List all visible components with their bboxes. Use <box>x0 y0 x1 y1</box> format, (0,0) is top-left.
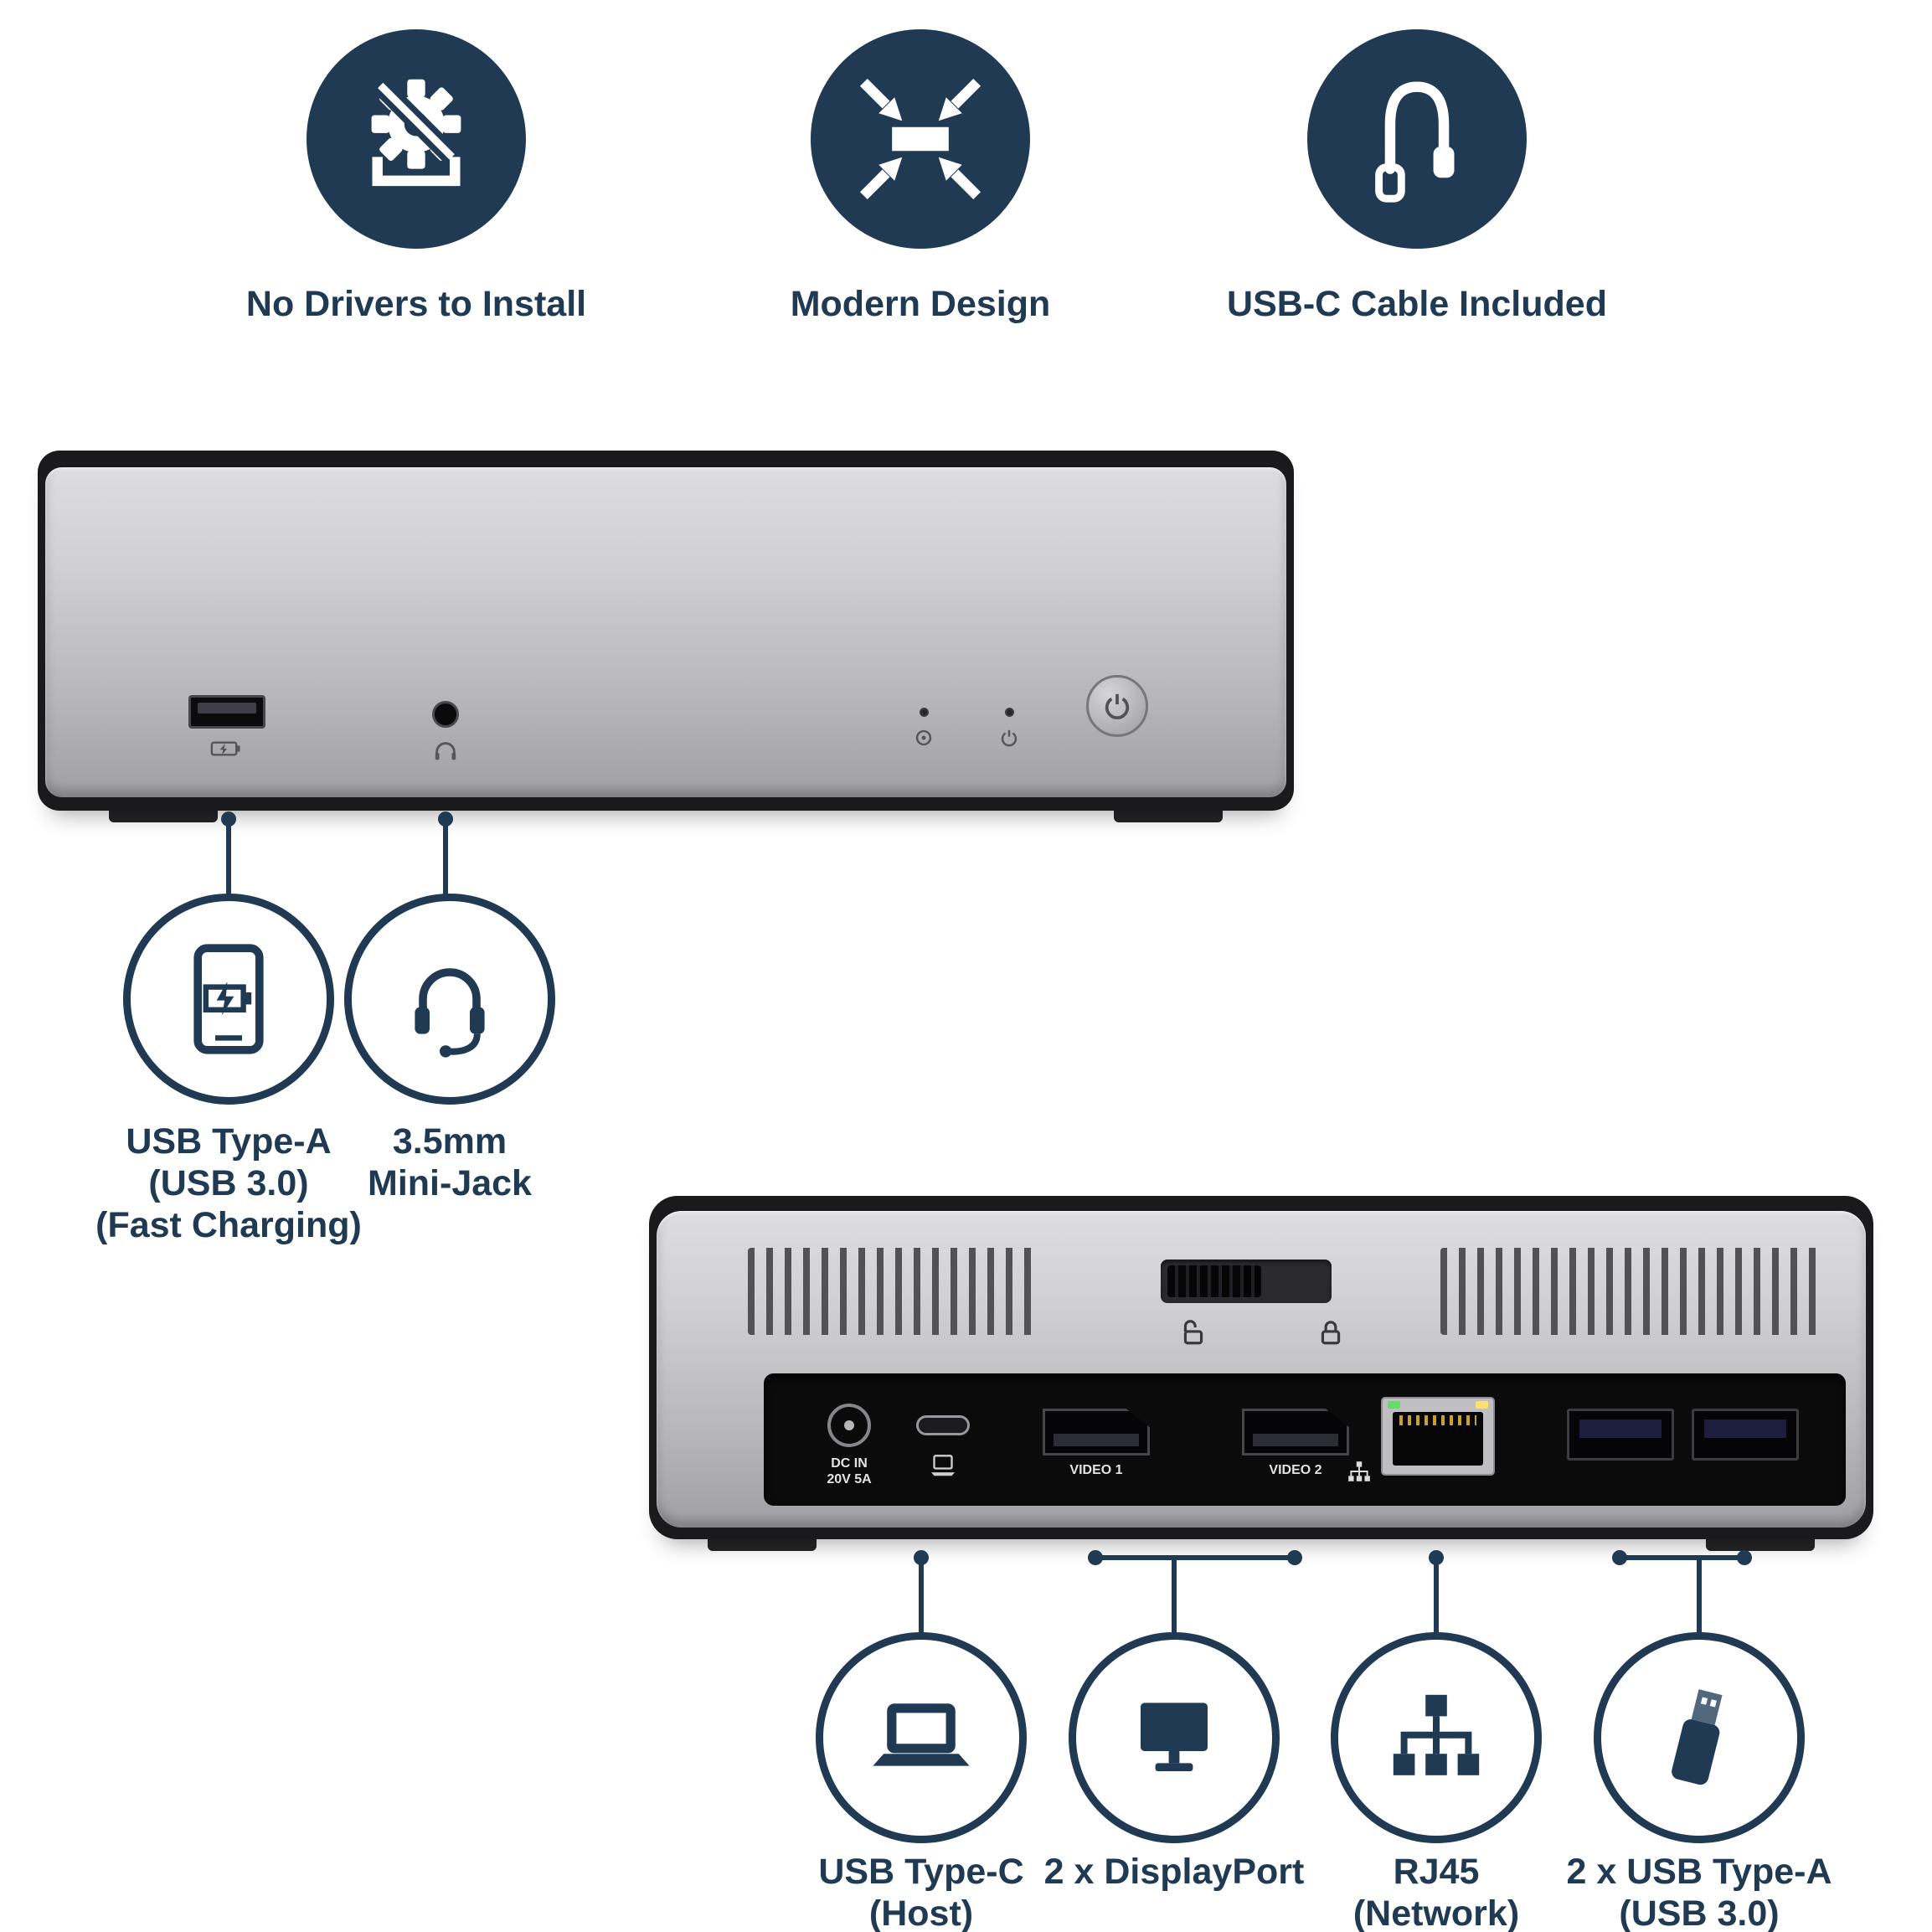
rear-callout-label-rj45: RJ45 (Network) <box>1353 1851 1519 1932</box>
dock-rear-view: DC IN 20V 5A VIDEO 1 VIDEO 2 <box>649 1196 1873 1551</box>
usb-a-tongue <box>1579 1419 1662 1438</box>
front-faceplate <box>45 467 1286 797</box>
dock-front-view <box>38 451 1294 822</box>
usb-c-host-glyph-icon <box>931 1455 955 1476</box>
rear-callout-label-usb-a: 2 x USB Type-A (USB 3.0) <box>1567 1851 1832 1932</box>
callout-line <box>1434 1564 1439 1633</box>
callout-line <box>226 825 231 896</box>
callout-line <box>919 1564 924 1633</box>
rear-usb-a-port-2 <box>1692 1409 1799 1461</box>
callout-bracket <box>1620 1555 1744 1560</box>
label-line: DC IN <box>831 1456 868 1471</box>
rj45-link-led <box>1388 1401 1400 1409</box>
callout-dot <box>1287 1550 1302 1565</box>
callout-displayport <box>1069 1632 1280 1843</box>
monitor-icon <box>1141 1703 1208 1771</box>
front-headphone-jack <box>432 701 459 728</box>
rear-vent-right <box>1440 1248 1824 1335</box>
laptop-icon <box>873 1703 970 1766</box>
callout-usb-a-rear <box>1594 1632 1805 1843</box>
front-power-led <box>1005 708 1014 717</box>
dc-in-pin <box>844 1420 854 1430</box>
callout-usb-c-host <box>816 1632 1027 1843</box>
displayport-1 <box>1043 1409 1150 1455</box>
displayport-2 <box>1242 1409 1349 1455</box>
front-power-button <box>1086 675 1148 737</box>
rear-usb-a-port-1 <box>1567 1409 1674 1461</box>
label-line: (Fast Charging) <box>95 1205 362 1245</box>
rj45-port <box>1381 1397 1495 1476</box>
fast-charge-battery-icon <box>210 741 240 756</box>
front-drive-led <box>920 708 929 717</box>
callout-mini-jack <box>344 894 555 1105</box>
label-line: (USB 3.0) <box>1619 1893 1780 1932</box>
rj45-pins <box>1399 1415 1476 1425</box>
phone-fast-charge-icon <box>193 944 264 1054</box>
label-line: (USB 3.0) <box>148 1163 309 1203</box>
callout-line <box>1172 1558 1177 1633</box>
modern-design-icon <box>859 78 981 200</box>
network-icon <box>1393 1694 1480 1775</box>
callout-line <box>1697 1558 1702 1633</box>
headphone-glyph-icon <box>435 742 456 760</box>
label-line: RJ45 <box>1393 1852 1480 1892</box>
label-line: (Host) <box>868 1893 974 1932</box>
feature-label-modern-design: Modern Design <box>790 284 1051 324</box>
front-callout-label-usb-a: USB Type-A (USB 3.0) (Fast Charging) <box>95 1121 362 1246</box>
label-line: Mini-Jack <box>368 1163 532 1203</box>
drive-activity-glyph-icon <box>915 729 932 746</box>
callout-dot <box>1737 1550 1752 1565</box>
no-drivers-icon <box>371 78 461 187</box>
power-glyph-icon <box>1001 729 1018 747</box>
video2-label: VIDEO 2 <box>1269 1463 1322 1477</box>
rear-callout-label-usb-c: USB Type-C (Host) <box>818 1851 1023 1932</box>
label-line: 20V 5A <box>827 1472 872 1486</box>
rear-port-recess: DC IN 20V 5A VIDEO 1 VIDEO 2 <box>764 1373 1846 1506</box>
rear-usb-c-port <box>916 1415 970 1435</box>
callout-dot <box>1429 1550 1444 1565</box>
lock-slider-track <box>1161 1260 1332 1303</box>
feature-badge-usbc-cable <box>1307 29 1527 249</box>
label-line: 2 x USB Type-A <box>1566 1852 1832 1892</box>
lock-icon <box>1321 1321 1341 1345</box>
feature-label-usbc-cable: USB-C Cable Included <box>1227 284 1607 324</box>
usb-a-tongue <box>198 703 256 714</box>
dp-tongue <box>1253 1434 1338 1446</box>
rj45-cavity <box>1393 1412 1483 1466</box>
feature-badge-modern-design <box>811 29 1030 249</box>
lock-slider-knob <box>1167 1265 1261 1297</box>
callout-usb-a-fast-charge <box>123 894 334 1105</box>
dp-tongue <box>1054 1434 1139 1446</box>
unlock-icon <box>1183 1320 1203 1345</box>
front-callout-label-mini-jack: 3.5mm Mini-Jack <box>368 1121 532 1204</box>
label-line: 3.5mm <box>392 1121 507 1162</box>
front-usb-a-port <box>188 695 265 729</box>
rear-vent-left <box>748 1248 1038 1335</box>
callout-rj45 <box>1331 1632 1542 1843</box>
label-line: USB Type-A <box>126 1121 332 1162</box>
headset-icon <box>415 968 485 1058</box>
feature-badge-no-drivers <box>307 29 526 249</box>
callout-dot <box>221 811 236 827</box>
usb-a-tongue <box>1704 1419 1786 1438</box>
callout-line <box>443 825 448 896</box>
callout-dot <box>914 1550 929 1565</box>
feature-label-no-drivers: No Drivers to Install <box>245 284 587 324</box>
label-line: USB Type-C <box>818 1852 1024 1892</box>
usbc-cable-icon <box>1375 81 1455 203</box>
label-line: 2 x DisplayPort <box>1043 1852 1305 1892</box>
rear-callout-label-displayport: 2 x DisplayPort <box>1044 1851 1305 1893</box>
callout-dot <box>438 811 453 827</box>
usb-flash-drive-icon <box>1672 1689 1723 1785</box>
network-glyph-icon <box>1348 1461 1370 1481</box>
dc-in-label: DC IN 20V 5A <box>799 1455 899 1487</box>
callout-bracket <box>1095 1555 1295 1560</box>
power-button-icon <box>1105 693 1130 719</box>
rj45-activity-led <box>1476 1401 1488 1409</box>
video1-label: VIDEO 1 <box>1069 1463 1123 1477</box>
label-line: (Network) <box>1352 1893 1520 1932</box>
